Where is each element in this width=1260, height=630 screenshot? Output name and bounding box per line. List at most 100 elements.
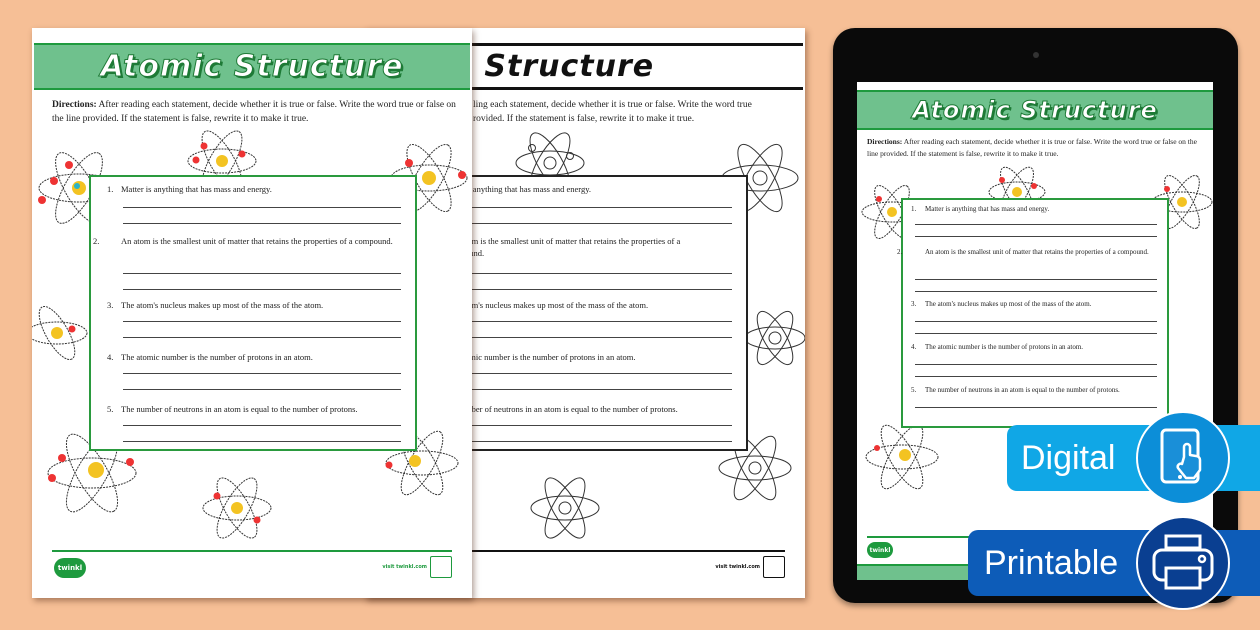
- quality-badge-icon: [763, 556, 785, 578]
- directions-text: After reading each statement, decide whe…: [867, 137, 1197, 158]
- visit-link[interactable]: visit twinkl.com: [715, 564, 760, 570]
- answer-line[interactable]: [915, 291, 1157, 292]
- atom-icon: [47, 433, 137, 513]
- answer-line[interactable]: [915, 236, 1157, 237]
- question-number: 3.: [107, 300, 114, 310]
- answer-line[interactable]: [465, 223, 732, 224]
- answer-line[interactable]: [123, 441, 401, 442]
- question-number: 4.: [911, 343, 917, 351]
- atom-icon: [1151, 175, 1213, 229]
- worksheet-title: Atomic Structure: [912, 96, 1158, 125]
- question-1: 1. Matter is anything that has mass and e…: [911, 204, 1161, 247]
- answer-line[interactable]: [123, 321, 401, 322]
- answer-line[interactable]: [123, 373, 401, 374]
- question-number: 3.: [911, 300, 917, 308]
- directions-label: Directions:: [867, 137, 903, 146]
- answer-line[interactable]: [915, 333, 1157, 334]
- question-text: tom is the smallest unit of matter that …: [465, 236, 681, 258]
- directions: Directions: After reading each statement…: [52, 98, 456, 126]
- question-3: tom's nucleus makes up most of the mass …: [365, 299, 736, 351]
- question-2: 2. An atom is the smallest unit of matter…: [93, 235, 405, 299]
- title-banner: Atomic Structure: [857, 90, 1213, 130]
- answer-line[interactable]: [123, 223, 401, 224]
- printer-icon: [1136, 516, 1230, 610]
- question-number: 4.: [107, 352, 114, 362]
- atom-icon: [202, 477, 272, 539]
- answer-line[interactable]: [915, 407, 1157, 408]
- worksheet-title: Atomic Structure: [100, 49, 404, 85]
- question-text: The atom's nucleus makes up most of the …: [925, 300, 1092, 308]
- question-5: 5. The number of neutrons in an atom is e…: [911, 385, 1161, 428]
- directions-text: After reading each statement, decide whe…: [52, 100, 456, 124]
- question-5: mber of neutrons in an atom is equal to …: [365, 403, 736, 455]
- twinkl-logo: twinkl: [867, 542, 893, 558]
- visit-link[interactable]: visit twinkl.com: [382, 564, 427, 570]
- answer-line[interactable]: [915, 364, 1157, 365]
- question-number: 2.: [93, 236, 100, 246]
- atom-outline-icon: [515, 132, 585, 188]
- answer-line[interactable]: [465, 273, 732, 274]
- answer-line[interactable]: [465, 441, 732, 442]
- answer-line[interactable]: [915, 224, 1157, 225]
- answer-line[interactable]: [123, 389, 401, 390]
- footer-divider: [52, 550, 452, 552]
- question-text: mber of neutrons in an atom is equal to …: [465, 404, 678, 414]
- question-number: 5.: [911, 386, 917, 394]
- directions-label: Directions:: [52, 100, 97, 110]
- worksheet-color: Atomic Structure Directions: After readi…: [32, 28, 472, 598]
- question-box: 1. Matter is anything that has mass and e…: [89, 175, 417, 451]
- question-4: omic number is the number of protons in …: [365, 351, 736, 403]
- atom-icon: [385, 430, 459, 496]
- printable-badge[interactable]: Printable: [968, 516, 1260, 610]
- question-text: An atom is the smallest unit of matter t…: [121, 236, 393, 246]
- question-2: 2.An atom is the smallest unit of matter…: [897, 247, 1161, 299]
- question-4: 4.The atomic number is the number of pro…: [911, 342, 1161, 385]
- tablet-touch-icon: [1136, 411, 1230, 505]
- question-3: 3. The atom's nucleus makes up most of th…: [911, 299, 1161, 342]
- camera-icon: [1033, 52, 1039, 58]
- quality-badge-icon: [430, 556, 452, 578]
- answer-line[interactable]: [123, 425, 401, 426]
- question-text: Matter is anything that has mass and ene…: [121, 184, 272, 194]
- question-text: The number of neutrons in an atom is equ…: [925, 386, 1120, 394]
- answer-line[interactable]: [465, 207, 732, 208]
- digital-badge[interactable]: Digital: [1007, 411, 1260, 505]
- twinkl-logo: twinkl: [54, 558, 86, 578]
- question-number: 5.: [107, 404, 114, 414]
- question-number: 1.: [911, 205, 917, 213]
- atom-icon: [32, 305, 88, 361]
- question-text: omic number is the number of protons in …: [465, 352, 636, 362]
- tablet-screen: Atomic Structure Directions: After readi…: [857, 82, 1213, 580]
- answer-line[interactable]: [123, 207, 401, 208]
- printable-label: Printable: [984, 543, 1119, 582]
- question-text: The atomic number is the number of proto…: [121, 352, 313, 362]
- question-3: 3.The atom's nucleus makes up most of th…: [107, 299, 405, 351]
- question-2: tom is the smallest unit of matter that …: [365, 235, 736, 299]
- answer-line[interactable]: [123, 289, 401, 290]
- directions: Directions: After reading each statement…: [867, 136, 1205, 160]
- answer-line[interactable]: [915, 376, 1157, 377]
- answer-line[interactable]: [915, 321, 1157, 322]
- footer-divider: [385, 550, 785, 552]
- question-number: 1.: [107, 184, 114, 194]
- answer-line[interactable]: [465, 321, 732, 322]
- answer-line[interactable]: [465, 389, 732, 390]
- answer-line[interactable]: [465, 425, 732, 426]
- answer-line[interactable]: [123, 337, 401, 338]
- answer-line[interactable]: [465, 289, 732, 290]
- question-text: Matter is anything that has mass and ene…: [925, 205, 1050, 213]
- answer-line[interactable]: [465, 373, 732, 374]
- question-1: 1. Matter is anything that has mass and e…: [107, 183, 405, 235]
- question-text: tom's nucleus makes up most of the mass …: [465, 300, 649, 310]
- title-banner: Atomic Structure: [34, 43, 470, 90]
- answer-line[interactable]: [915, 279, 1157, 280]
- atom-icon: [187, 130, 257, 186]
- answer-line[interactable]: [465, 337, 732, 338]
- question-5: 5.The number of neutrons in an atom is e…: [107, 403, 405, 455]
- atom-outline-icon: [744, 310, 805, 366]
- question-box: 1. Matter is anything that has mass and e…: [897, 198, 1169, 428]
- question-4: 4. The atomic number is the number of pro…: [107, 351, 405, 403]
- answer-line[interactable]: [123, 273, 401, 274]
- tablet-device: Atomic Structure Directions: After readi…: [833, 28, 1238, 603]
- question-text: An atom is the smallest unit of matter t…: [925, 248, 1149, 256]
